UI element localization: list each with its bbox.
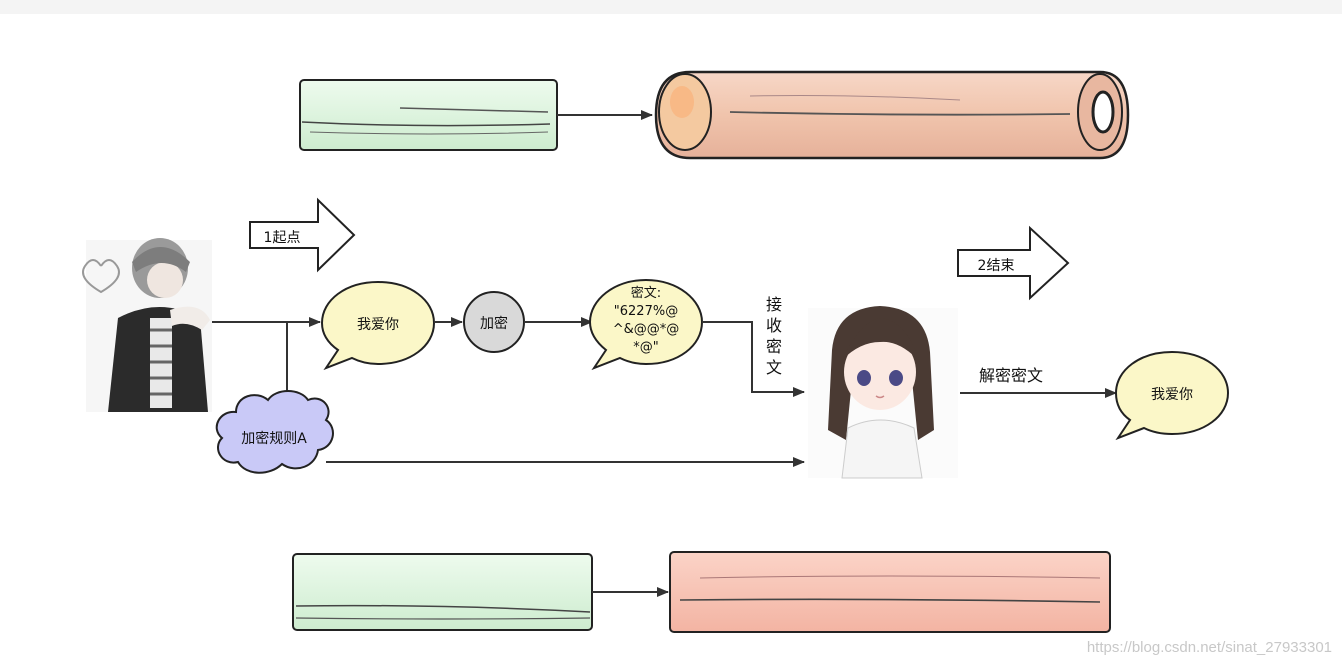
plain-text-bubble-sender: 我爱你 xyxy=(320,280,436,371)
receiver-girl-illustration xyxy=(808,306,958,479)
cipher-text-bubble: 密文: "6227%@ ^&@@*@ *@" xyxy=(588,278,704,371)
receive-cipher-label: 接 收 密 文 xyxy=(766,295,782,377)
sender-boy-illustration xyxy=(82,238,212,412)
end-arrow: 2结束 xyxy=(957,225,1070,301)
plain-text-sender-label: 我爱你 xyxy=(357,317,399,333)
cipher-to-receiver-arrow xyxy=(702,321,805,397)
end-arrow-label: 2结束 xyxy=(978,258,1015,274)
start-arrow: 1起点 xyxy=(249,197,356,273)
top-green-plank xyxy=(299,79,558,151)
encryption-rule-cloud: 加密规则A xyxy=(215,390,334,474)
cipher-line-2: "6227%@ xyxy=(614,304,678,319)
cipher-line-4: *@" xyxy=(633,340,658,355)
bottom-green-plank xyxy=(292,553,593,631)
log-shape xyxy=(654,70,1130,160)
svg-text:接: 接 xyxy=(766,295,782,314)
cipher-line-1: 密文: xyxy=(631,285,661,301)
encrypt-label: 加密 xyxy=(480,315,508,332)
decrypt-label: 解密密文 xyxy=(979,366,1043,385)
svg-text:文: 文 xyxy=(766,358,782,377)
svg-text:密: 密 xyxy=(766,337,782,356)
svg-text:收: 收 xyxy=(766,316,782,335)
url-watermark: https://blog.csdn.net/sinat_27933301 xyxy=(1086,639,1332,656)
bottom-pink-board xyxy=(669,551,1111,633)
cipher-line-3: ^&@@*@ xyxy=(613,322,680,337)
start-arrow-label: 1起点 xyxy=(264,230,301,246)
top-strip xyxy=(0,0,1342,14)
encrypt-node: 加密 xyxy=(463,291,525,353)
plain-text-receiver-label: 我爱你 xyxy=(1151,387,1193,403)
encryption-rule-label: 加密规则A xyxy=(241,430,307,447)
plain-text-bubble-receiver: 我爱你 xyxy=(1114,350,1230,441)
